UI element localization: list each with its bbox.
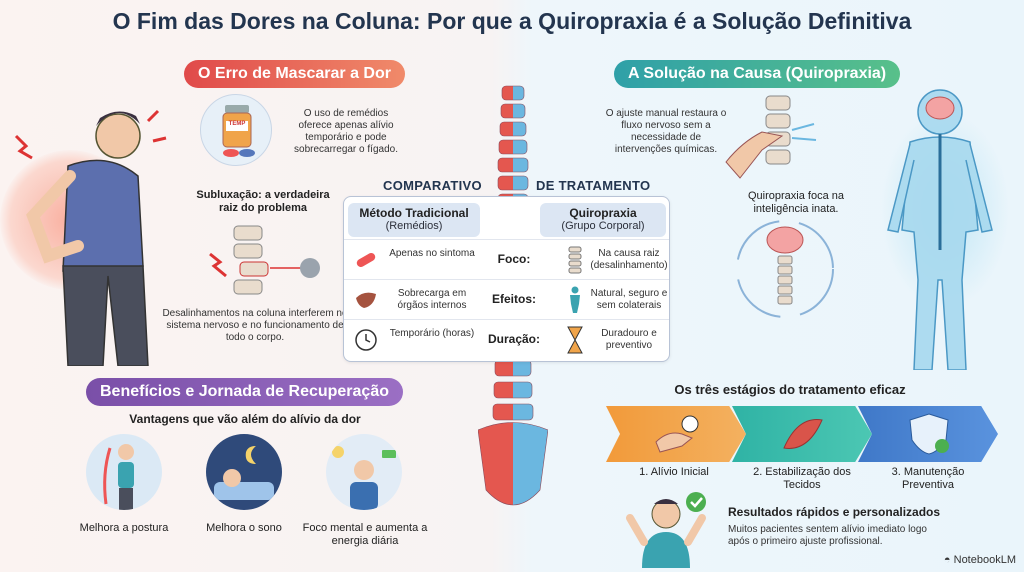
column-header-traditional: Método Tradicional (Remédios) bbox=[348, 203, 480, 237]
column-header-chiropractic: Quiropraxia (Grupo Corporal) bbox=[540, 203, 666, 237]
section-pill-solution: A Solução na Causa (Quiropraxia) bbox=[614, 60, 901, 88]
stage-2-label: 2. Estabilização dos Tecidos bbox=[753, 466, 851, 491]
medicine-circle bbox=[200, 94, 272, 166]
results-text: Muitos pacientes sentem alívio imediato … bbox=[728, 524, 927, 547]
healthy-body-illustration bbox=[887, 89, 993, 370]
brand-label: NotebookLM bbox=[953, 554, 1016, 566]
column-sub-chiropractic: (Grupo Corporal) bbox=[561, 220, 645, 232]
hourglass-icon bbox=[567, 326, 583, 354]
page-title: O Fim das Dores na Coluna: Por que a Qui… bbox=[112, 8, 912, 34]
cell-chiro-duration: Duradouro e preventivo bbox=[601, 328, 657, 351]
pill-capsule-icon bbox=[356, 253, 376, 267]
stage-3-arrow bbox=[858, 406, 998, 462]
benefit-energy-image bbox=[326, 434, 402, 510]
comparison-row-effects: Sobrecarga em órgãos internos Efeitos: N… bbox=[344, 279, 669, 319]
stage-3-label: 3. Manutenção Preventiva bbox=[891, 466, 965, 491]
cell-traditional-effects: Sobrecarga em órgãos internos bbox=[397, 288, 467, 311]
subluxation-title: Subluxação: a verdadeira raiz do problem… bbox=[196, 189, 330, 214]
stage-1-arrow bbox=[606, 406, 746, 462]
nerve-text: Desalinhamentos na coluna interferem no … bbox=[162, 308, 348, 343]
cell-traditional-focus: Apenas no sintoma bbox=[389, 248, 475, 259]
stages-title: Os três estágios do tratamento eficaz bbox=[674, 382, 906, 397]
meds-text: O uso de remédios oferece apenas alívio … bbox=[294, 108, 398, 155]
brain-spine-cycle-illustration bbox=[736, 220, 834, 318]
energy-person-icon bbox=[332, 446, 396, 510]
row-label-focus: Foco: bbox=[497, 252, 531, 266]
cell-traditional-duration: Temporário (horas) bbox=[389, 328, 475, 339]
section-pill-benefits: Benefícios e Jornada de Recuperação bbox=[86, 378, 403, 406]
column-sub-traditional: (Remédios) bbox=[385, 220, 443, 232]
innate-text: Quiropraxia foca na inteligência inata. bbox=[748, 190, 844, 215]
spine-icon bbox=[568, 246, 582, 274]
sleeping-person-icon bbox=[214, 446, 274, 500]
comparison-title-left: COMPARATIVO bbox=[383, 178, 482, 193]
spine-adjustment-illustration bbox=[725, 95, 817, 179]
results-title: Resultados rápidos e personalizados bbox=[728, 505, 941, 519]
benefit-label-energy: Foco mental e aumenta a energia diária bbox=[302, 522, 428, 547]
column-title-traditional: Método Tradicional bbox=[359, 206, 469, 220]
benefit-posture-image bbox=[86, 434, 162, 510]
happy-patient-illustration bbox=[626, 492, 706, 568]
comparison-table: Método Tradicional (Remédios) Quiropraxi… bbox=[343, 196, 670, 362]
benefit-label-posture: Melhora a postura bbox=[79, 522, 169, 534]
stage-2-arrow bbox=[732, 406, 872, 462]
subluxation-illustration bbox=[209, 225, 320, 295]
brand-mark: ◓ NotebookLM bbox=[944, 554, 1016, 566]
benefits-subtitle: Vantagens que vão além do alívio da dor bbox=[129, 412, 361, 426]
cell-chiro-effects: Natural, seguro e sem colaterais bbox=[590, 288, 668, 311]
person-pain-illustration bbox=[14, 109, 167, 366]
row-label-effects: Efeitos: bbox=[491, 292, 536, 306]
pill-bottle-label: TEMP bbox=[228, 121, 246, 127]
cell-chiro-focus: Na causa raiz (desalinhamento) bbox=[590, 248, 668, 271]
row-label-duration: Duração: bbox=[487, 332, 540, 346]
body-icon bbox=[570, 286, 580, 313]
clock-icon bbox=[355, 329, 377, 351]
comparison-row-focus: Apenas no sintoma Foco: Na causa raiz (d… bbox=[344, 239, 669, 279]
muscle-tissue-icon bbox=[783, 419, 823, 449]
shield-spine-icon bbox=[909, 413, 949, 455]
stage-1-label: 1. Alívio Inicial bbox=[639, 466, 709, 478]
comparison-title-right: DE TRATAMENTO bbox=[536, 178, 651, 193]
comparison-row-duration: Temporário (horas) Duração: Duradouro e … bbox=[344, 319, 669, 359]
benefit-label-sleep: Melhora o sono bbox=[206, 522, 282, 534]
notebook-logo-icon: ◓ bbox=[943, 554, 951, 566]
section-pill-problem: O Erro de Mascarar a Dor bbox=[184, 60, 405, 88]
adjust-text: O ajuste manual restaura o fluxo nervoso… bbox=[605, 108, 727, 155]
benefit-sleep-image bbox=[206, 434, 282, 510]
liver-icon bbox=[356, 292, 376, 308]
hand-relief-icon bbox=[655, 415, 699, 453]
column-title-chiropractic: Quiropraxia bbox=[569, 206, 637, 220]
pill-bottle-icon bbox=[222, 105, 255, 157]
posture-person-icon bbox=[103, 444, 134, 510]
